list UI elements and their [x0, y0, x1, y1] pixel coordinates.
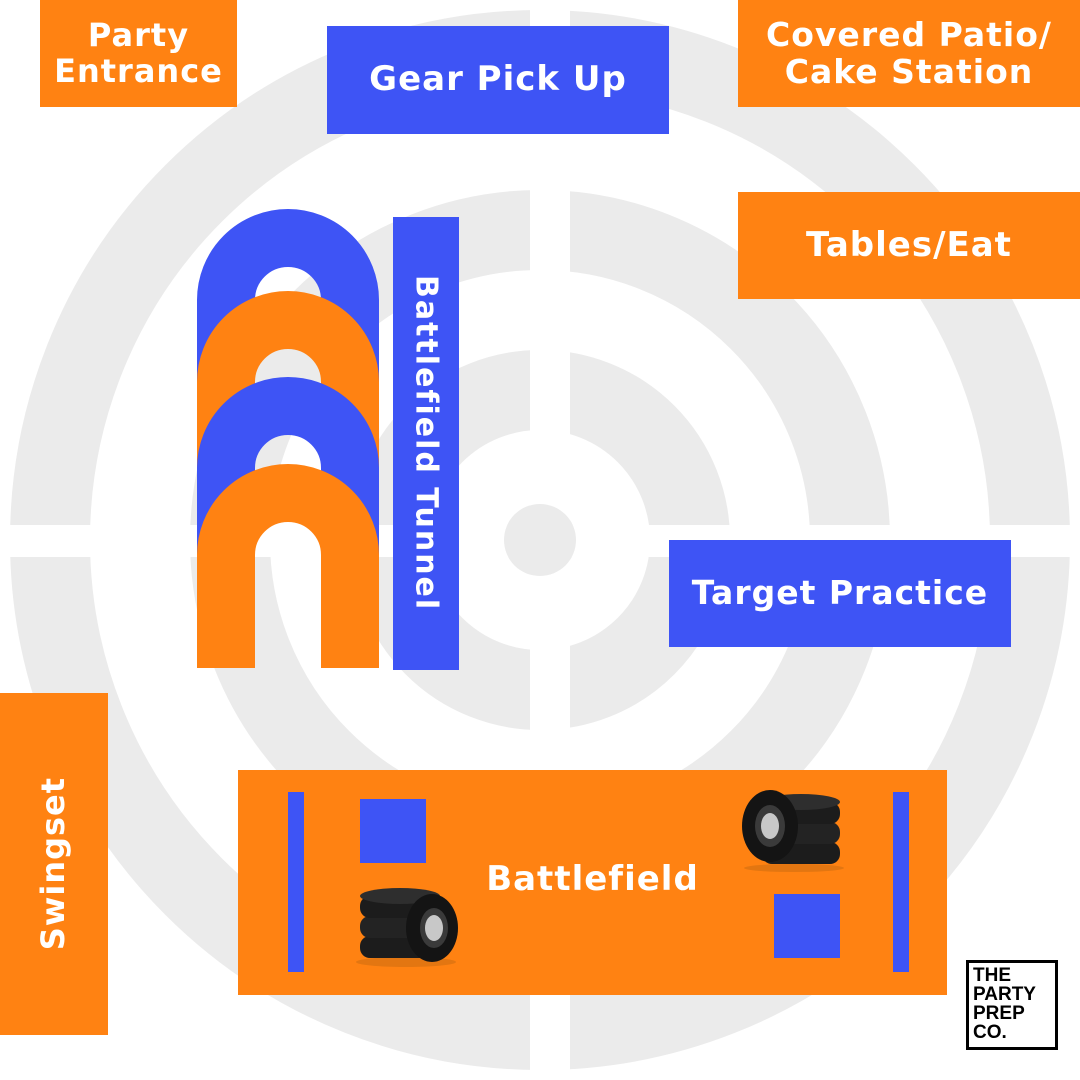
logo-line-1: THE — [973, 965, 1011, 986]
logo-line-2: PARTY — [973, 984, 1036, 1005]
tables-eat-label: Tables/Eat — [806, 224, 1012, 265]
covered-patio-line-2: Cake Station — [784, 51, 1034, 91]
battlefield-left-barrier — [288, 792, 304, 972]
tire-stack-icon — [742, 790, 844, 872]
battlefield-tunnel-area: Battlefield Tunnel — [393, 217, 459, 670]
gear-pickup-label: Gear Pick Up — [369, 59, 627, 100]
battlefield-tunnel-label: Battlefield Tunnel — [408, 275, 444, 612]
covered-patio-line-1: Covered Patio/ — [766, 15, 1052, 55]
party-entrance-area: Party Entrance — [40, 0, 237, 107]
battlefield-label: Battlefield — [486, 858, 699, 899]
party-prep-logo: THE PARTY PREP CO. — [966, 960, 1058, 1050]
logo-line-4: CO. — [973, 1022, 1007, 1043]
tire-stack-icon — [356, 888, 458, 967]
logo-line-3: PREP — [973, 1003, 1025, 1024]
target-practice-area: Target Practice — [669, 540, 1011, 647]
party-entrance-line-1: Party — [87, 16, 190, 55]
battlefield-cover-block-2 — [774, 894, 840, 958]
battlefield-area: Battlefield — [238, 770, 947, 995]
swingset-area: Swingset — [0, 693, 108, 1035]
battlefield-right-barrier — [893, 792, 909, 972]
covered-patio-area: Covered Patio/ Cake Station — [738, 0, 1080, 107]
battlefield-cover-block-1 — [360, 799, 426, 863]
gear-pickup-area: Gear Pick Up — [327, 26, 669, 134]
party-entrance-line-2: Entrance — [54, 51, 223, 90]
target-practice-label: Target Practice — [691, 573, 989, 613]
swingset-label: Swingset — [34, 777, 73, 951]
tables-eat-area: Tables/Eat — [738, 192, 1080, 299]
